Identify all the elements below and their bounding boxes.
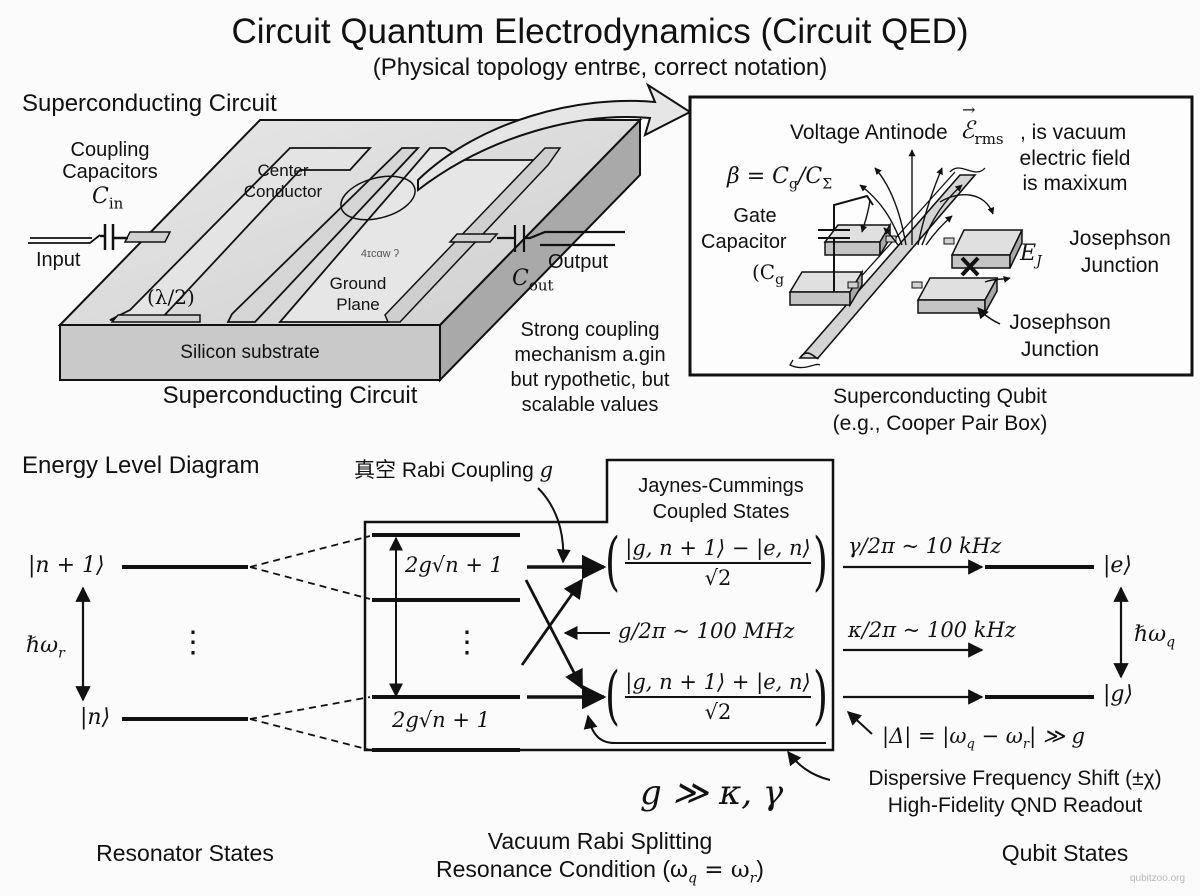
gate-capacitor-label-2: Capacitor	[701, 231, 787, 253]
state-plus-open-paren: (	[604, 659, 620, 733]
energy-diagram	[75, 458, 1129, 781]
cross-arrow-down	[524, 579, 584, 690]
lambda-half-label: (λ/2)	[147, 285, 195, 309]
state-plus-close-paren: )	[812, 659, 828, 733]
field-note-1: , is vacuum	[1020, 121, 1127, 144]
state-plus-fraction: |g, n + 1⟩ + |e, n⟩ √2	[625, 670, 811, 725]
dispersive-pointer	[787, 750, 831, 781]
gate-capacitor-label-1: Gate	[733, 205, 777, 227]
josephson-junction-symbol	[960, 256, 980, 277]
jj-lower-label-1: Josephson	[1009, 311, 1111, 334]
input-pad	[123, 231, 172, 243]
qubit-caption-2: (e.g., Cooper Pair Box)	[832, 412, 1048, 435]
page-subtitle: (Physical topology entrвє, correct notat…	[372, 54, 828, 81]
resonator-ellipsis: ⋮	[178, 626, 208, 659]
resonance-condition-caption: Resonance Condition (ωq = ωr)	[436, 856, 764, 887]
rabi-coupling-pointer	[537, 487, 571, 564]
gate-capacitor-label-3: (Cg	[752, 260, 785, 288]
watermark: qubitzoo.org	[1130, 873, 1186, 884]
ground-plane-label-2: Plane	[336, 295, 380, 314]
hbar-omega-r-label: ℏωr	[26, 633, 65, 662]
coupling-note-1: Strong coupling	[520, 319, 660, 341]
jj-lower-label-2: Junction	[1020, 338, 1100, 361]
qubit-transmission-line	[798, 174, 977, 359]
split-label-upper: 2g√n + 1	[405, 553, 504, 577]
jc-title-1: Jaynes-Cummings	[638, 475, 804, 497]
output-label: Output	[548, 251, 609, 273]
c-in-capacitor	[100, 224, 128, 250]
input-line	[28, 234, 101, 244]
g-rate-label: g/2π ~ 100 MHz	[618, 619, 795, 643]
detuning-label: |Δ| = |ωq − ωr| ≫ g	[882, 724, 1085, 753]
qubit-state-e: |e⟩	[1103, 553, 1133, 578]
beta-equation: β = Cg/CΣ	[727, 164, 833, 193]
qubit-state-g: |g⟩	[1103, 682, 1134, 707]
jj-upper-label-1: Josephson	[1069, 227, 1171, 250]
rabi-splitting-caption: Vacuum Rabi Splitting	[487, 828, 713, 854]
split-label-lower: 2g√n + 1	[392, 708, 491, 732]
coupling-note-3: but rypothetic, but	[510, 369, 670, 391]
c-out-capacitor	[497, 225, 625, 252]
energy-section-label: Energy Level Diagram	[22, 452, 260, 479]
jj-lower-pointer	[977, 307, 1001, 325]
detuning-pointer	[846, 711, 873, 735]
coupling-label-line1: Coupling	[70, 139, 150, 161]
dispersive-bracket	[583, 714, 826, 744]
c-out-label: Cout	[512, 266, 554, 295]
state-minus-open-paren: (	[604, 525, 620, 599]
resonator-state-lower: |n⟩	[80, 705, 111, 730]
dispersive-shift-label: Dispersive Frequency Shift (±χ)	[868, 767, 1162, 790]
voltage-antinode-label: Voltage Antinode	[790, 121, 948, 144]
chip-illustration	[28, 117, 643, 383]
gate-capacitor-symbol	[818, 194, 874, 292]
antinode-highlight	[340, 175, 416, 221]
output-pad	[448, 233, 499, 243]
field-note-3: is maxixum	[1022, 172, 1128, 195]
jj-upper-pointer	[984, 276, 1011, 283]
jc-frame	[363, 458, 835, 752]
splitting-dashes	[249, 535, 371, 751]
strong-coupling-condition: g ≫ κ, γ	[640, 773, 784, 813]
jj-upper-label-2: Junction	[1080, 254, 1160, 277]
jc-ellipsis: ⋮	[452, 626, 482, 659]
ej-label: EJ	[1020, 241, 1042, 270]
qubit-caption-1: Superconducting Qubit	[833, 385, 1047, 408]
center-conductor-label-2: Conductor	[243, 182, 323, 201]
input-label: Input	[36, 249, 81, 271]
circuit-caption: Superconducting Circuit	[162, 382, 418, 409]
hbar-omega-q-label: ℏωq	[1134, 622, 1176, 651]
page-title: Circuit Quantum Electrodynamics (Circuit…	[231, 12, 969, 51]
resonator-state-upper: |n + 1⟩	[28, 553, 105, 578]
coupling-label-line2: Capacitors	[62, 161, 158, 183]
cross-arrow-up	[520, 578, 584, 666]
qubit-states-caption: Qubit States	[1001, 840, 1129, 866]
coupling-note-4: scalable values	[521, 394, 659, 416]
qubit-inset-frame	[688, 95, 1194, 377]
rabi-coupling-label: 真空 Rabi Coupling g	[354, 458, 554, 482]
state-minus-fraction: |g, n + 1⟩ − |e, n⟩ √2	[625, 536, 811, 591]
center-conductor-label-1: Center	[257, 161, 309, 180]
state-minus-close-paren: )	[812, 525, 828, 599]
substrate-label: Silicon substrate	[180, 342, 320, 363]
electric-field-lines	[859, 149, 995, 246]
coupling-note-2: mechanism a.gin	[514, 344, 666, 366]
kappa-rate-label: κ/2π ~ 100 kHz	[848, 618, 1016, 642]
resonator-left-strip	[109, 147, 373, 321]
circuit-section-label: Superconducting Circuit	[22, 90, 277, 117]
c-in-label: Cin	[92, 184, 124, 213]
jc-title-2: Coupled States	[652, 501, 790, 523]
erms-symbol: →ℰrms	[960, 100, 1004, 148]
qnd-readout-label: High-Fidelity QND Readout	[887, 794, 1143, 817]
field-note-2: electric field	[1019, 147, 1131, 170]
ground-plane-label-1: Ground	[329, 274, 387, 293]
garbled-label: 4ɪcɑw ʔ	[360, 248, 400, 260]
gamma-rate-label: γ/2π ~ 10 kHz	[848, 534, 1002, 558]
center-conductor-strip	[226, 147, 421, 323]
resonator-states-caption: Resonator States	[96, 840, 274, 866]
qubit-illustration	[788, 149, 1024, 369]
